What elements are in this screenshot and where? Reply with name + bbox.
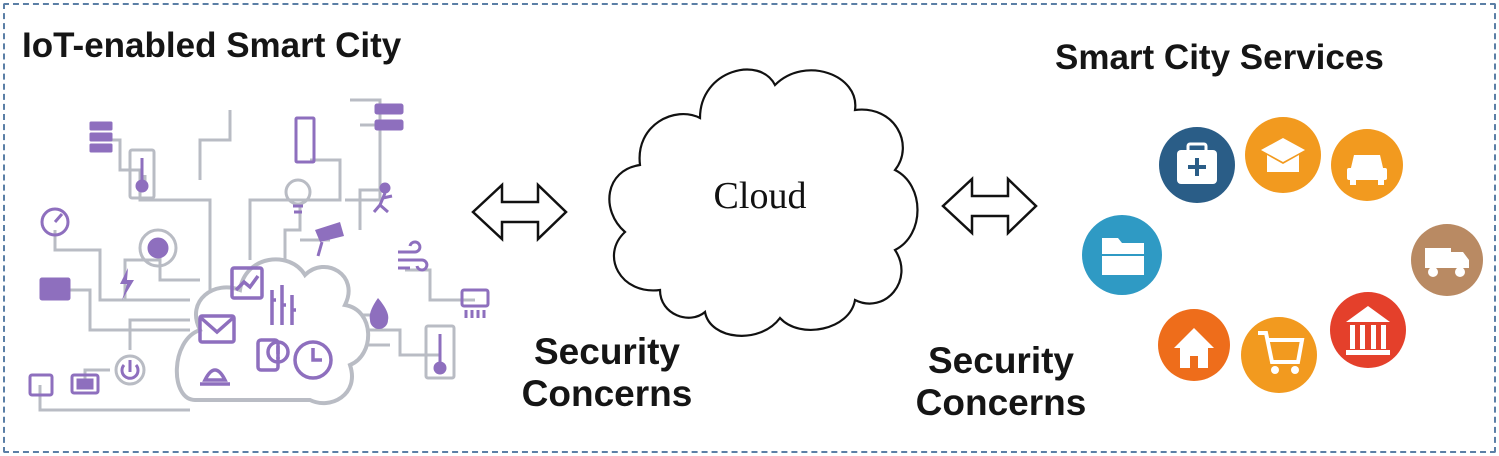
thermometer-icon (128, 148, 156, 200)
shopping-cart-icon (1241, 317, 1317, 393)
left-bidirectional-arrow (471, 182, 568, 242)
alert-icon (266, 340, 290, 364)
motion-sensor-icon (372, 182, 393, 214)
medical-kit-icon (1159, 127, 1235, 203)
dashed-border (3, 3, 1496, 453)
wire (100, 138, 212, 300)
security-camera-icon (315, 222, 344, 257)
services-cluster (1082, 117, 1483, 393)
wire (405, 268, 475, 302)
lightning-icon (120, 268, 134, 300)
keypad-icon (374, 103, 404, 131)
equalizer-icon (270, 285, 296, 325)
smart-city-services-title: Smart City Services (1055, 38, 1384, 77)
chart-line (234, 274, 260, 292)
cloud-shape (608, 68, 919, 337)
wire (198, 110, 232, 180)
light-bulb-icon (284, 178, 312, 214)
mail-icon (198, 314, 236, 344)
wire (55, 288, 190, 332)
thermometer-icon (424, 324, 456, 380)
wire (53, 230, 190, 302)
graduation-cap-icon (1245, 117, 1321, 193)
wire (358, 188, 385, 230)
cloud-label: Cloud (713, 175, 807, 217)
clock-hands (311, 348, 322, 362)
fire-sensor-icon (138, 228, 178, 268)
gauge-icon (40, 207, 70, 237)
clock-icon (293, 340, 333, 380)
truck-icon (1411, 224, 1483, 296)
wire (345, 98, 382, 202)
home-icon (1158, 309, 1230, 381)
battery-icon (28, 373, 54, 397)
wind-icon (398, 240, 429, 272)
security-concerns-left: Security Concerns (521, 331, 693, 414)
iot-smart-city-title: IoT-enabled Smart City (22, 26, 402, 65)
wire (283, 205, 302, 260)
bank-icon (1330, 292, 1406, 368)
phone-icon (256, 338, 280, 372)
wire (345, 328, 440, 357)
wire (128, 318, 190, 350)
ups-icon (70, 373, 100, 395)
file-folder-icon (1082, 215, 1162, 295)
wire (123, 258, 160, 300)
right-bidirectional-arrow (941, 176, 1038, 236)
machine-icon (39, 277, 71, 301)
air-conditioner-icon (460, 288, 490, 318)
mail-flap (198, 315, 236, 335)
wire (248, 158, 342, 260)
wire (158, 255, 200, 282)
car-icon (1331, 129, 1403, 201)
server-icon (89, 121, 113, 153)
wire (38, 385, 190, 412)
siren-icon (200, 368, 230, 386)
power-icon (114, 354, 146, 386)
security-concerns-right: Security Concerns (915, 340, 1087, 423)
door-sensor-icon (294, 116, 316, 164)
iot-cloud-icons (198, 266, 333, 386)
water-drop-icon (369, 298, 389, 329)
iot-peripheral-icons (28, 103, 490, 397)
monitor-chart-icon (230, 266, 264, 300)
